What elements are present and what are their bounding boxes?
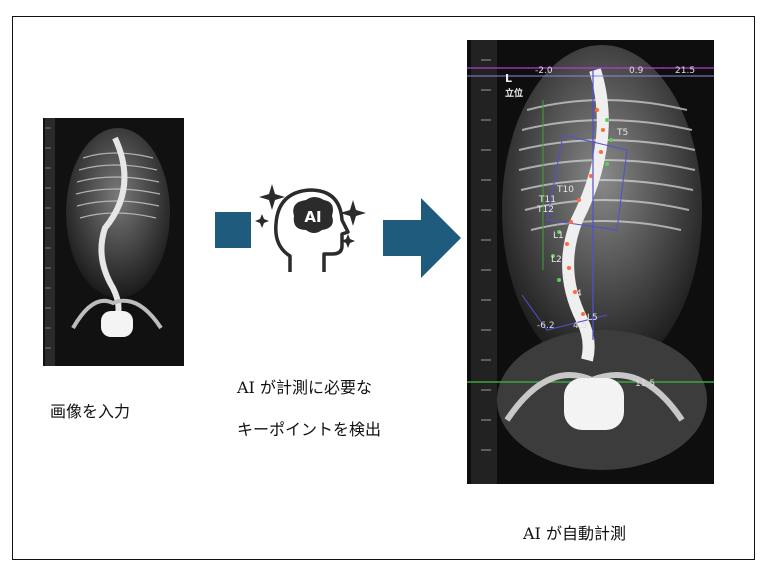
caption-ai-measure: AI が自動計測	[523, 524, 626, 543]
caption-ai-detect-line2: キーポイントを検出	[237, 420, 382, 439]
vertebra-label: L1	[553, 231, 564, 241]
vertebra-label: L3	[563, 273, 574, 283]
bottom-left-value: -6.2	[537, 321, 555, 331]
input-xray-image	[43, 118, 184, 366]
vertebra-label: T12	[536, 205, 554, 215]
vertebra-label: T10	[556, 185, 574, 195]
side-marker-sub: 立位	[505, 87, 523, 99]
vertebra-label: L2	[551, 255, 562, 265]
angle-top-right: 21.5	[675, 66, 695, 76]
pelvis-value: 11.5	[635, 379, 655, 389]
vertebra-label: L5	[587, 313, 598, 323]
vertebra-label: T5	[616, 128, 628, 138]
output-xray-image: L 立位 -2.0 0.9 21.5 T5 T10 T11 T12 L1 L2 …	[467, 40, 714, 484]
side-marker: L	[505, 72, 512, 85]
angle-top-mid: 0.9	[629, 66, 644, 76]
right-arrow-icon	[383, 198, 461, 278]
caption-input: 画像を入力	[50, 402, 131, 421]
bottom-mid-value: 4.5	[573, 321, 587, 331]
arrow-tail-block	[215, 212, 251, 248]
vertebra-label: L4	[571, 289, 582, 299]
ai-head-icon: AI	[250, 180, 370, 284]
angle-top-left: -2.0	[535, 66, 553, 76]
caption-ai-detect-line1: AI が計測に必要な	[237, 378, 372, 397]
vertebra-label: T11	[538, 195, 556, 205]
ai-head-label: AI	[304, 208, 321, 226]
